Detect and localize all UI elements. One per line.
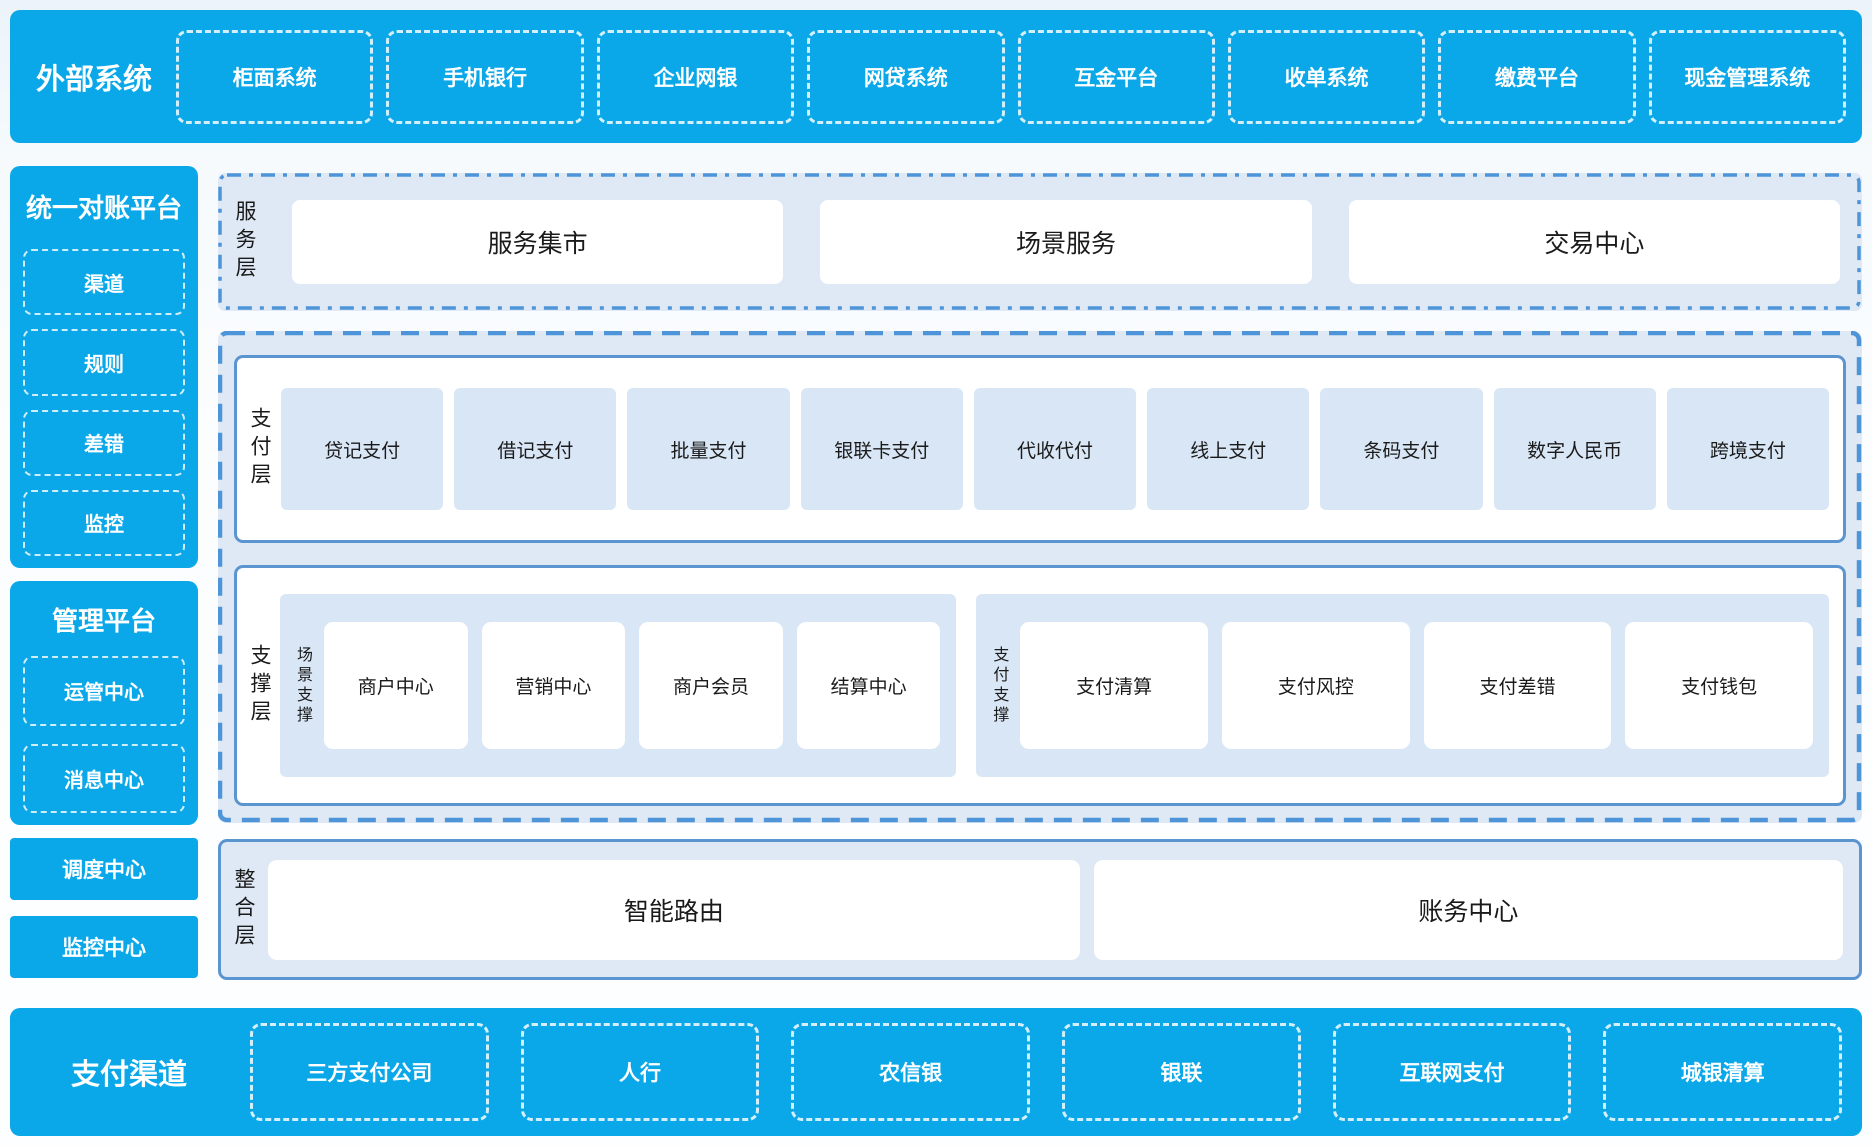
- dispatch-center-box: 调度中心: [10, 838, 198, 900]
- integration-layer-box: 整合层 智能路由 账务中心: [218, 839, 1862, 980]
- external-systems-banner: 外部系统 柜面系统 手机银行 企业网银 网贷系统 互金平台 收单系统 缴费平台 …: [10, 10, 1862, 143]
- external-systems-title: 外部系统: [35, 63, 152, 96]
- integration-item: 智能路由: [268, 859, 1080, 960]
- payment-channels-banner: 支付渠道 三方支付公司 人行 农信银 银联 互联网支付 城银清算: [10, 1008, 1862, 1136]
- service-box: 交易中心: [1348, 200, 1840, 284]
- sidebar-item: 规则: [23, 329, 185, 396]
- payment-channel-chip: 银联: [1062, 1023, 1301, 1121]
- reconciliation-items: 渠道 规则 差错 监控: [23, 249, 185, 556]
- support-item: 结算中心: [796, 622, 941, 749]
- external-system-chip: 现金管理系统: [1648, 29, 1846, 124]
- support-item: 商户中心: [324, 622, 468, 749]
- payment-channel-chip: 互联网支付: [1332, 1023, 1572, 1121]
- payment-item: 线上支付: [1147, 388, 1310, 510]
- payment-channels-title: 支付渠道: [70, 1059, 187, 1091]
- payment-channel-chip: 三方支付公司: [250, 1023, 489, 1121]
- payment-channel-chip: 城银清算: [1603, 1023, 1843, 1121]
- external-system-chip: 手机银行: [386, 29, 584, 124]
- payment-support-label: 支付支撑: [990, 645, 1008, 726]
- support-item: 支付钱包: [1625, 622, 1813, 749]
- external-system-chip: 缴费平台: [1438, 29, 1636, 124]
- support-item: 支付清算: [1020, 622, 1209, 749]
- payment-layer-label: 支付层: [248, 407, 271, 491]
- management-platform-title: 管理平台: [51, 606, 156, 636]
- support-layer-label: 支撑层: [248, 643, 271, 728]
- support-group-scene: 场景支撑 商户中心 营销中心 商户会员 结算中心: [280, 594, 957, 777]
- middle-region: 统一对账平台 渠道 规则 差错 监控 管理平台 运管中心 消息中心 调度中心 监…: [10, 166, 1862, 980]
- sidebar: 统一对账平台 渠道 规则 差错 监控 管理平台 运管中心 消息中心 调度中心 监…: [10, 166, 198, 980]
- external-systems-list: 柜面系统 手机银行 企业网银 网贷系统 互金平台 收单系统 缴费平台 现金管理系…: [176, 29, 1846, 124]
- external-system-chip: 柜面系统: [176, 29, 374, 124]
- management-platform-panel: 管理平台 运管中心 消息中心: [10, 581, 198, 825]
- payment-layer-box: 支付层 贷记支付 借记支付 批量支付 银联卡支付 代收代付 线上支付 条码支付 …: [234, 355, 1846, 543]
- payment-item: 代收代付: [973, 388, 1137, 510]
- payment-item: 批量支付: [627, 388, 790, 510]
- sidebar-item: 渠道: [23, 249, 185, 316]
- support-item: 商户会员: [639, 622, 783, 749]
- support-item: 支付差错: [1423, 622, 1612, 749]
- sidebar-item: 运管中心: [23, 656, 185, 726]
- payment-item: 借记支付: [454, 388, 617, 510]
- payment-channel-chip: 农信银: [791, 1023, 1031, 1121]
- monitor-center-box: 监控中心: [10, 916, 198, 978]
- support-groups: 场景支撑 商户中心 营销中心 商户会员 结算中心 支付支撑 支付清算 支付风控 …: [280, 594, 1829, 777]
- external-system-chip: 互金平台: [1017, 29, 1215, 124]
- service-layer-container: 服务层 服务集市 场景服务 交易中心: [218, 173, 1862, 311]
- service-box: 场景服务: [820, 200, 1312, 284]
- scene-support-label: 场景支撑: [294, 645, 311, 726]
- external-system-chip: 收单系统: [1227, 29, 1426, 124]
- sidebar-item: 消息中心: [23, 743, 185, 813]
- support-item: 支付风控: [1222, 622, 1410, 749]
- support-item: 营销中心: [481, 622, 626, 749]
- support-layer-box: 支撑层 场景支撑 商户中心 营销中心 商户会员 结算中心 支付支撑 支付清算: [234, 565, 1846, 806]
- integration-layer-label: 整合层: [232, 867, 255, 952]
- sidebar-item: 监控: [23, 489, 185, 556]
- integration-item: 账务中心: [1093, 859, 1843, 960]
- sidebar-item: 差错: [23, 409, 185, 476]
- external-system-chip: 企业网银: [596, 29, 795, 124]
- management-items: 运管中心 消息中心: [23, 656, 185, 813]
- service-layer-label: 服务层: [233, 200, 256, 284]
- payment-item: 条码支付: [1320, 388, 1483, 510]
- payment-item: 贷记支付: [281, 388, 444, 510]
- payment-item: 数字人民币: [1493, 388, 1656, 510]
- reconciliation-platform-panel: 统一对账平台 渠道 规则 差错 监控: [10, 166, 198, 568]
- service-box: 服务集市: [292, 200, 784, 284]
- layers-content: 服务层 服务集市 场景服务 交易中心 支付层 贷记支付 借记支付 批量支付 银联…: [218, 173, 1862, 980]
- reconciliation-platform-title: 统一对账平台: [25, 193, 182, 223]
- payment-channels-list: 三方支付公司 人行 农信银 银联 互联网支付 城银清算: [250, 1023, 1843, 1121]
- payment-support-container: 支付层 贷记支付 借记支付 批量支付 银联卡支付 代收代付 线上支付 条码支付 …: [218, 331, 1862, 823]
- payment-item: 银联卡支付: [800, 388, 963, 510]
- payment-item: 跨境支付: [1666, 388, 1829, 510]
- support-group-payment: 支付支撑 支付清算 支付风控 支付差错 支付钱包: [976, 594, 1829, 777]
- payment-channel-chip: 人行: [520, 1023, 760, 1121]
- external-system-chip: 网贷系统: [807, 29, 1005, 124]
